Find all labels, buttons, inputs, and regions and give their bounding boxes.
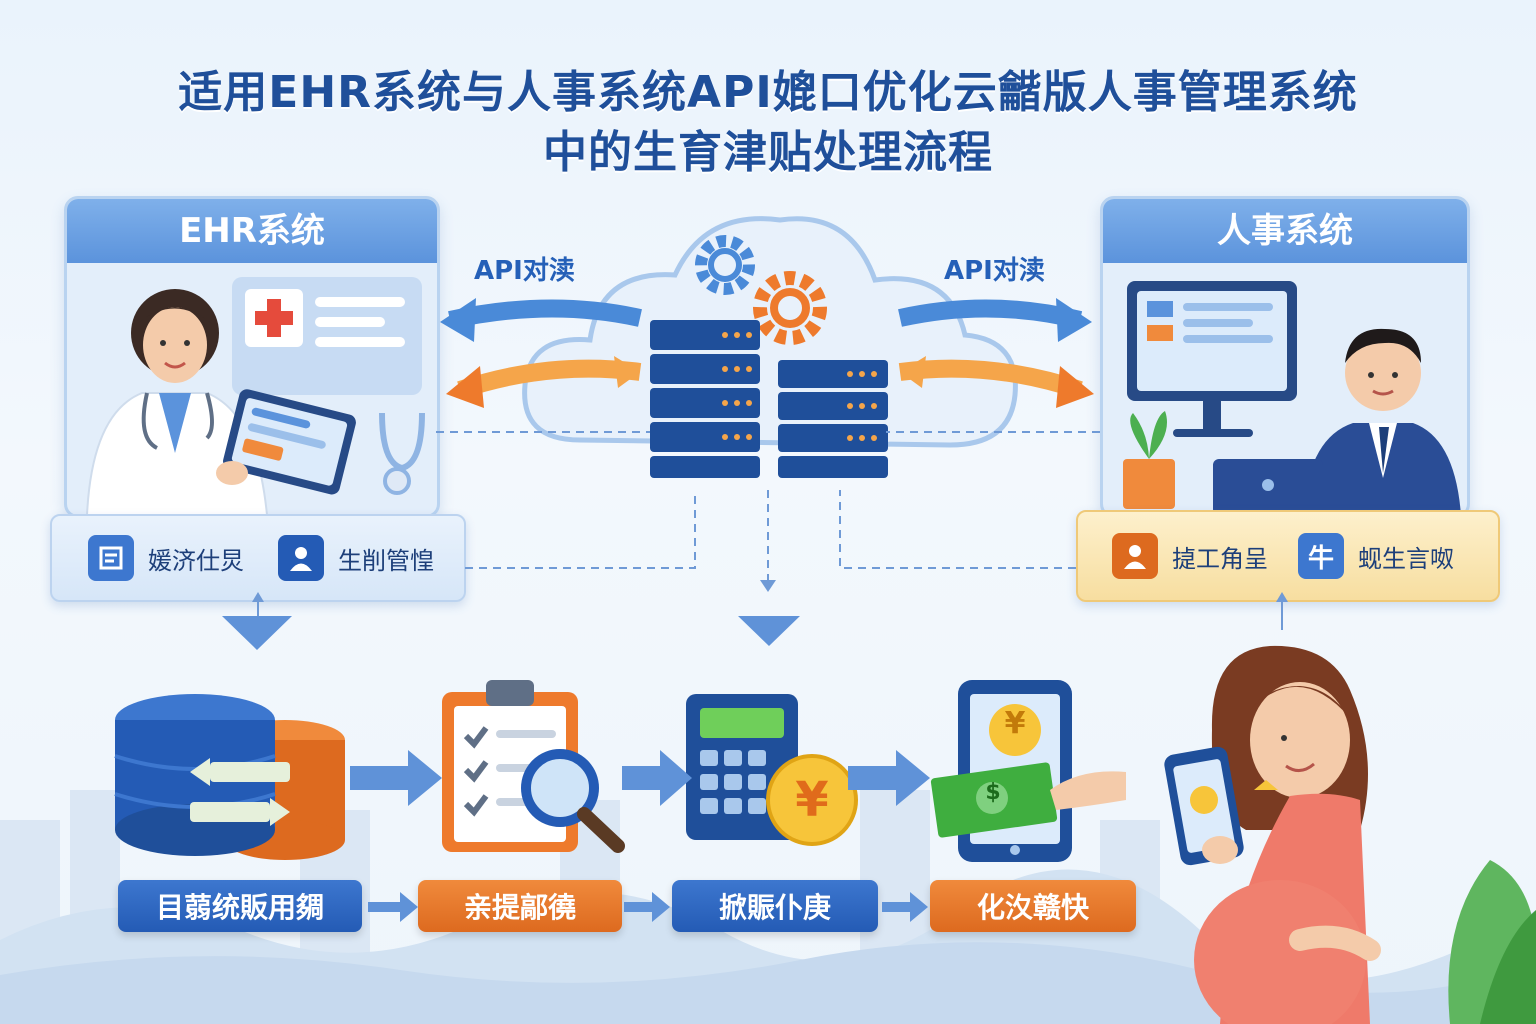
ehr-strip-label-1: 媛济仕炅	[148, 546, 244, 575]
api-label-right: API对渎	[944, 256, 1045, 286]
calculator-yen-icon	[686, 694, 858, 846]
ehr-info-strip: 媛济仕炅 生削管惶	[50, 514, 466, 602]
page-title-line1: 适用EHR系统与人事系统API媲口优化云龤版人事管理系统	[178, 67, 1358, 118]
flow-arrows-top	[350, 750, 930, 806]
cloud-shape	[522, 216, 1018, 448]
clipboard-search-icon	[442, 680, 625, 853]
step-label-2[interactable]: 亲提鄗徺	[418, 880, 622, 932]
document-icon	[88, 535, 134, 581]
sync-arrow-blue-right	[898, 299, 1083, 329]
ehr-strip-item-2[interactable]: 生削管惶	[278, 535, 434, 581]
hr-info-strip: 㨗工角呈 牛 蚬生言呶	[1076, 510, 1500, 602]
step-label-4[interactable]: 化汷赣快	[930, 880, 1136, 932]
step-label-1[interactable]: 目蒻统販用㚋	[118, 880, 362, 932]
employee-icon	[1112, 533, 1158, 579]
user-icon	[278, 535, 324, 581]
cloud-server-hub	[440, 216, 1094, 478]
hr-staff-illustration	[1123, 281, 1461, 515]
hr-strip-item-1[interactable]: 㨗工角呈	[1112, 533, 1268, 579]
ehr-panel: EHR系统	[64, 196, 440, 518]
hr-strip-item-2[interactable]: 牛 蚬生言呶	[1298, 533, 1454, 579]
database-sync-icon	[114, 694, 345, 860]
flow-arrows-bottom	[368, 892, 928, 922]
orange-gear-icon	[753, 271, 827, 345]
pregnant-woman-illustration	[1164, 645, 1536, 1024]
ehr-strip-label-2: 生削管惶	[338, 546, 434, 575]
blue-gear-icon	[695, 235, 755, 295]
yen-symbol-calc: ¥	[795, 772, 829, 828]
step-label-3[interactable]: 掀賑仆庚	[672, 880, 878, 932]
server-stack-left-icon	[650, 320, 760, 478]
ehr-strip-item-1[interactable]: 媛济仕炅	[88, 535, 244, 581]
dashed-connectors	[252, 431, 1288, 630]
api-label-left: API对渎	[474, 256, 575, 286]
hr-strip-label-1: 㨗工角呈	[1172, 544, 1268, 573]
phone-payment-icon	[930, 680, 1126, 862]
dollar-symbol: $	[985, 780, 1001, 805]
yen-symbol-phone: ¥	[1004, 706, 1026, 741]
down-arrow-left-icon	[222, 616, 292, 650]
hr-strip-label-2: 蚬生言呶	[1358, 544, 1454, 573]
hospital-cross-icon: 牛	[1298, 533, 1344, 579]
hr-panel-header: 人事系统	[1103, 199, 1467, 263]
server-stack-right-icon	[778, 360, 888, 478]
doctor-illustration	[85, 277, 425, 516]
page-title-line2: 中的生育津贴处理流程	[543, 127, 993, 178]
ehr-panel-header: EHR系统	[67, 199, 437, 263]
sync-arrow-blue-left	[448, 299, 642, 329]
down-arrow-center-icon	[738, 616, 800, 646]
